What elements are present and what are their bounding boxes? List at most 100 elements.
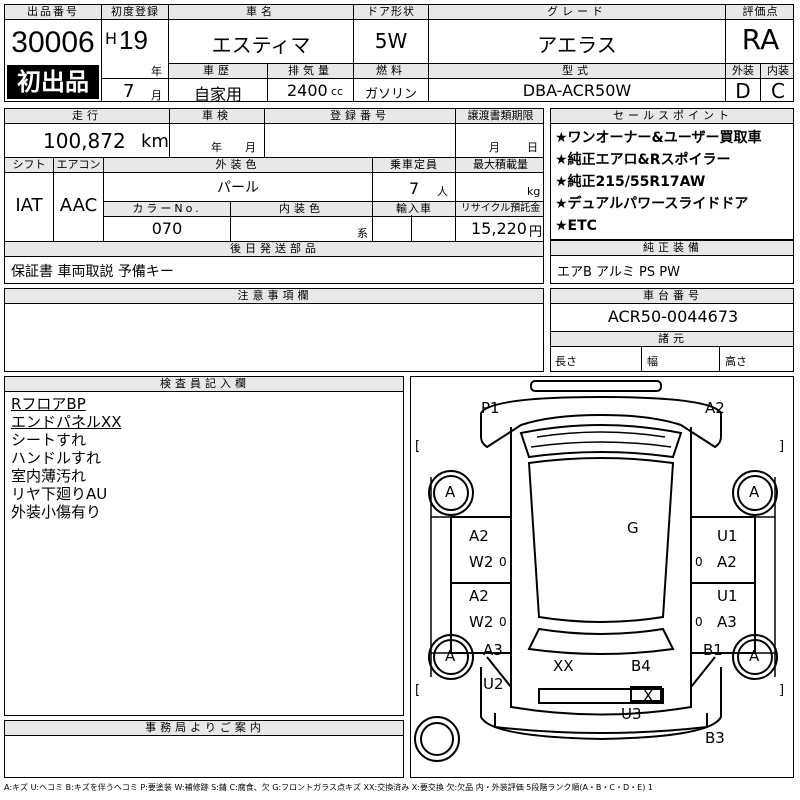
rating-label: 評価点 xyxy=(726,5,793,20)
reg-era: H xyxy=(105,29,118,48)
first-listing-badge: 初出品 xyxy=(7,65,99,99)
inspector-box: 検査員記入欄 RフロアBP エンドパネルXX シートすれ ハンドルすれ 室内薄汚… xyxy=(4,376,404,716)
capacity-unit: 人 xyxy=(437,185,448,198)
transfer-label: 譲渡書類期限 xyxy=(456,109,543,124)
remark-line: ハンドルすれ xyxy=(11,449,102,467)
model-value: エスティマ xyxy=(211,33,311,57)
mark-u1-right-2: U1 xyxy=(717,587,738,605)
history-label: 車歴 xyxy=(169,64,267,79)
roof-outline xyxy=(527,457,675,623)
tire-rear-left xyxy=(428,634,474,680)
remark-line: RフロアBP xyxy=(11,395,86,413)
inspector-remarks: RフロアBP エンドパネルXX シートすれ ハンドルすれ 室内薄汚れ リヤ下廻り… xyxy=(11,395,122,521)
lot-number: 30006 xyxy=(11,26,95,59)
tire-rear-right xyxy=(732,634,778,680)
mark-bracket: [ xyxy=(415,439,421,454)
mark-bracket: ] xyxy=(779,439,785,454)
reg-year-unit: 年 xyxy=(151,65,162,78)
remark-line: シートすれ xyxy=(11,431,87,449)
windshield-outline xyxy=(519,424,683,459)
grade-value: アエラス xyxy=(537,33,617,57)
chassis-value: ACR50-0044673 xyxy=(607,307,739,326)
displacement-label: 排気量 xyxy=(268,64,353,79)
rear-window-outline xyxy=(527,627,675,655)
mark-b3: B3 xyxy=(705,729,725,747)
rear-body xyxy=(486,656,716,716)
exterior-label: 外装 xyxy=(726,64,760,79)
selling-point: ★デュアルパワースライドドア xyxy=(555,196,749,212)
remark-line: エンドパネルXX xyxy=(11,413,122,431)
front-bumper-shape xyxy=(530,380,662,392)
vehicle-detail-table: 走行 100,872 km 車検 年 月 登録番号 譲渡書類期限 月 日 シフト… xyxy=(4,108,544,284)
insp-year-unit: 年 xyxy=(211,141,222,154)
reg-label: 初度登録 xyxy=(102,5,168,20)
selling-points-box: セールスポイント ★ワンオーナー&ユーザー買取車 ★純正エアロ&Rスポイラー ★… xyxy=(550,108,794,240)
body-sides xyxy=(510,427,692,687)
door-value: 5W xyxy=(374,29,408,53)
plate-label: 登録番号 xyxy=(265,109,455,124)
mark-b4: B4 xyxy=(631,657,651,675)
selling-point: ★純正エアロ&Rスポイラー xyxy=(555,152,731,168)
selling-points-list: ★ワンオーナー&ユーザー買取車 ★純正エアロ&Rスポイラー ★純正215/55R… xyxy=(555,127,761,237)
mark-a2-right-1: A2 xyxy=(717,553,737,571)
left-doors xyxy=(450,516,512,654)
load-unit: kg xyxy=(527,185,541,198)
load-label: 最大積載量 xyxy=(456,158,543,173)
header-table: 出品番号 30006 初出品 初度登録 H 19 年 7 月 車名 エスティマ … xyxy=(4,4,794,102)
factory-equipment-box: 純正装備 エアB アルミ PS PW xyxy=(550,240,794,284)
lot-label: 出品番号 xyxy=(5,5,101,20)
remark-line: 外装小傷有り xyxy=(11,503,102,521)
mark-w2-left-1: W2 xyxy=(469,553,494,571)
mark-a2-left-1: A2 xyxy=(469,527,489,545)
model-label: 車名 xyxy=(169,5,353,20)
fuel-value: ガソリン xyxy=(364,87,417,102)
history-value: 自家用 xyxy=(193,85,242,102)
grade-label: グレード xyxy=(429,5,725,20)
int-color-label: 内装色 xyxy=(231,202,372,217)
door-label: ドア形状 xyxy=(354,5,428,20)
insp-month-unit: 月 xyxy=(245,141,256,154)
rating-value: RA xyxy=(741,23,780,56)
hood-outline xyxy=(480,395,722,449)
mark-b1-right: B1 xyxy=(703,641,723,659)
import-label: 輸入車 xyxy=(373,202,455,217)
mark-u2: U2 xyxy=(483,675,504,693)
recycle-value: 15,220 xyxy=(471,219,527,238)
spare-tire xyxy=(414,716,460,762)
tire-front-right xyxy=(732,470,778,516)
color-no-label: カラーNo. xyxy=(104,202,230,217)
mark-zero: 0 xyxy=(499,615,507,629)
mark-bracket: ] xyxy=(779,683,785,698)
remark-line: リヤ下廻りAU xyxy=(11,485,108,503)
after-parts-label: 後日発送部品 xyxy=(5,242,543,257)
mark-u1-right-1: U1 xyxy=(717,527,738,545)
mark-a3-right: A3 xyxy=(717,613,737,631)
mileage-value: 100,872 xyxy=(43,129,126,153)
mileage-label: 走行 xyxy=(5,109,169,124)
transfer-day-unit: 日 xyxy=(527,141,538,154)
fuel-label: 燃料 xyxy=(354,64,428,79)
remark-line: 室内薄汚れ xyxy=(11,467,87,485)
damage-legend: A:キズ U:ヘコミ B:キズを伴うヘコミ P:要塗装 W:補修跡 S:錆 C:… xyxy=(4,783,653,792)
rear-plate-shape xyxy=(630,686,662,702)
displacement-unit: cc xyxy=(331,85,344,98)
displacement-value: 2400 xyxy=(287,81,328,100)
spec-width-label: 幅 xyxy=(647,355,658,368)
selling-points-label: セールスポイント xyxy=(551,109,793,124)
mark-a3-left: A3 xyxy=(483,641,503,659)
type-label: 型式 xyxy=(429,64,725,79)
exterior-grade: D xyxy=(735,79,751,102)
mark-tire-fr: A xyxy=(749,483,760,501)
transfer-month-unit: 月 xyxy=(489,141,500,154)
interior-grade: C xyxy=(771,79,785,102)
mark-tire-rr: A xyxy=(749,647,760,665)
rear-quarters xyxy=(480,667,722,741)
factory-label: 純正装備 xyxy=(551,241,793,256)
tailgate-shape xyxy=(538,688,664,704)
recycle-label: リサイクル預託金 xyxy=(456,202,543,217)
mark-tire-fl: A xyxy=(445,483,456,501)
mark-zero: 0 xyxy=(695,555,703,569)
int-color-unit: 系 xyxy=(357,227,368,240)
mark-p1: P1 xyxy=(481,399,500,417)
color-label: 外装色 xyxy=(104,158,372,173)
